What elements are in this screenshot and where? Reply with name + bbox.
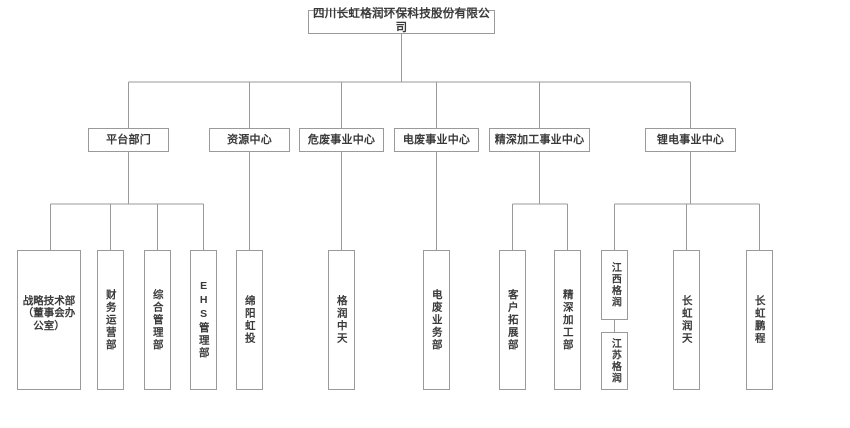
node-label: 财务运营部 bbox=[104, 288, 117, 352]
node-label: 江苏格润 bbox=[609, 338, 621, 384]
node-label: 综合管理部 bbox=[151, 288, 164, 352]
node-label: 电废业务部 bbox=[430, 288, 443, 352]
node-label-line1: 战略技术部 bbox=[22, 295, 76, 307]
node-dept-strategy-technology[interactable]: 战略技术部 （董事会办 公室） bbox=[17, 250, 81, 390]
node-label: 战略技术部 （董事会办 公室） bbox=[22, 295, 76, 332]
node-label: 长虹润天 bbox=[680, 295, 693, 345]
node-root[interactable]: 四川长虹格润环保科技股份有限公司 bbox=[308, 8, 495, 34]
node-dept-customer-development[interactable]: 客户拓展部 bbox=[499, 250, 526, 390]
node-label: 资源中心 bbox=[227, 133, 272, 146]
node-division-platform[interactable]: 平台部门 bbox=[88, 128, 169, 152]
node-dept-gerun-zhongtian[interactable]: 格润中天 bbox=[328, 250, 355, 390]
node-label: 锂电事业中心 bbox=[656, 133, 725, 146]
node-division-lithium-battery[interactable]: 锂电事业中心 bbox=[645, 128, 736, 152]
node-label: 电废事业中心 bbox=[402, 133, 471, 146]
node-dept-changhong-runtian[interactable]: 长虹润天 bbox=[673, 250, 700, 390]
node-dept-deep-processing[interactable]: 精深加工部 bbox=[554, 250, 581, 390]
node-label: 格润中天 bbox=[335, 295, 348, 345]
node-division-resource-center[interactable]: 资源中心 bbox=[209, 128, 290, 152]
node-dept-e-waste-business[interactable]: 电废业务部 bbox=[423, 250, 450, 390]
node-division-deep-processing[interactable]: 精深加工事业中心 bbox=[489, 128, 590, 152]
node-dept-finance-operations[interactable]: 财务运营部 bbox=[97, 250, 124, 390]
node-division-e-waste[interactable]: 电废事业中心 bbox=[394, 128, 479, 152]
node-dept-jiangsu-gerun[interactable]: 江苏格润 bbox=[601, 332, 628, 390]
node-dept-ehs-management[interactable]: EHS管理部 bbox=[190, 250, 217, 390]
node-label: 危废事业中心 bbox=[307, 133, 376, 146]
node-label: EHS管理部 bbox=[197, 280, 210, 360]
node-dept-jiangxi-gerun[interactable]: 江西格润 bbox=[601, 250, 628, 320]
node-label: 绵阳虹投 bbox=[243, 295, 256, 345]
node-dept-changhong-pengcheng[interactable]: 长虹鹏程 bbox=[746, 250, 773, 390]
node-dept-general-management[interactable]: 综合管理部 bbox=[144, 250, 171, 390]
node-dept-mianyang-hongtou[interactable]: 绵阳虹投 bbox=[236, 250, 263, 390]
node-label: 精深加工事业中心 bbox=[494, 133, 585, 146]
node-root-label: 四川长虹格润环保科技股份有限公司 bbox=[313, 8, 490, 34]
node-label: 长虹鹏程 bbox=[753, 295, 766, 345]
node-label: 精深加工部 bbox=[561, 288, 574, 352]
node-label: 平台部门 bbox=[106, 133, 151, 146]
node-label-line3: 公室） bbox=[33, 319, 65, 332]
node-label: 客户拓展部 bbox=[506, 288, 519, 352]
node-division-hazardous-waste[interactable]: 危废事业中心 bbox=[299, 128, 384, 152]
node-label: 江西格润 bbox=[609, 262, 621, 308]
node-label-line2: （董事会办 bbox=[22, 307, 76, 320]
